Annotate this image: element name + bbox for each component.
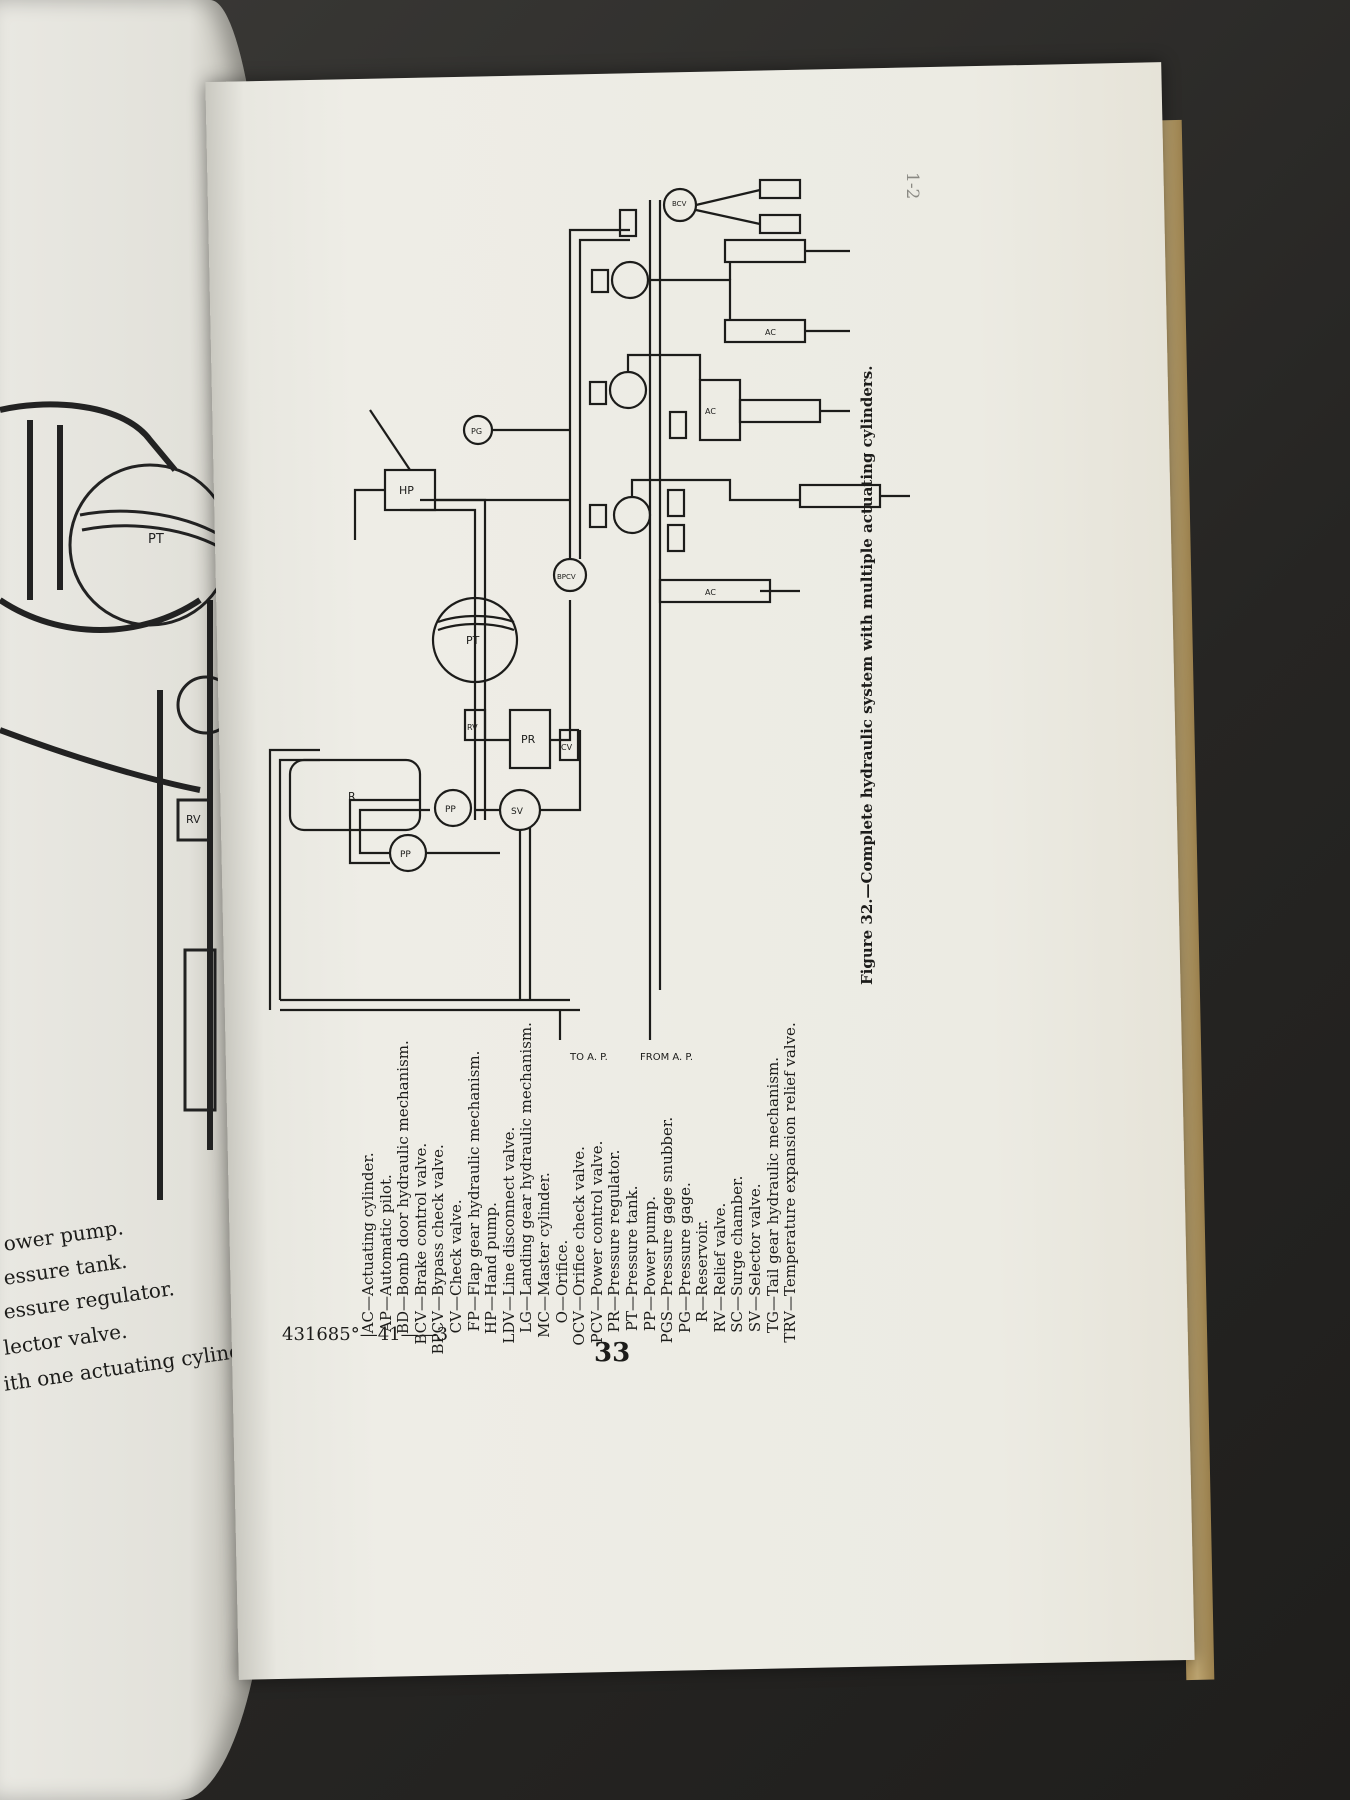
- selector-valve-3-shape: [610, 260, 650, 300]
- relief-valve-2-shape: [668, 410, 688, 440]
- selector-valve-2-shape: [608, 370, 648, 410]
- actuating-cylinder-4-shape: [738, 398, 822, 424]
- legend-row: O—Orifice.: [552, 1239, 571, 1324]
- label-power-pump-2: PP: [445, 805, 456, 815]
- legend-row: TG—Tail gear hydraulic mechanism.: [763, 1056, 782, 1333]
- relief-valve-main-shape: [463, 708, 487, 742]
- actuating-cylinder-6-shape: [723, 238, 807, 264]
- legend-row: LDV—Line disconnect valve.: [499, 1126, 518, 1344]
- left-text-line-2: essure tank.: [2, 1248, 129, 1290]
- pressure-tank-shape: [431, 596, 519, 684]
- left-diagram-rv-label: RV: [186, 813, 201, 826]
- legend-row: FP—Flap gear hydraulic mechanism.: [464, 1050, 483, 1332]
- legend-row: CV—Check valve.: [446, 1199, 465, 1334]
- legend-row: OCV—Orifice check valve.: [570, 1146, 589, 1346]
- legend-row: SC—Surge chamber.: [728, 1175, 747, 1333]
- label-reservoir: R: [348, 790, 356, 803]
- label-from-ap: FROM A. P.: [640, 1052, 693, 1063]
- label-selector-valve-main: SV: [511, 807, 524, 817]
- label-pressure-regulator: PR: [521, 733, 536, 746]
- legend-row: MC—Master cylinder.: [534, 1172, 553, 1338]
- selector-valve-1-shape: [612, 495, 652, 535]
- actuating-cylinder-7-shape: [758, 178, 802, 200]
- actuating-cylinder-8-shape: [758, 213, 802, 235]
- left-text-line-4: lector valve.: [2, 1318, 129, 1360]
- label-pressure-tank: PT: [466, 634, 480, 647]
- label-pressure-gage: PG: [471, 427, 482, 436]
- relief-valve-1a-shape: [666, 523, 686, 553]
- legend-row: PR—Pressure regulator.: [605, 1149, 624, 1333]
- legend-row: PT—Pressure tank.: [622, 1185, 641, 1332]
- print-code: 431685°—41——3: [282, 1324, 449, 1345]
- label-actuating-cylinder-5: AC: [765, 328, 776, 337]
- legend-row: PCV—Power control valve.: [587, 1140, 606, 1344]
- label-power-pump-1: PP: [400, 850, 411, 860]
- label-brake-control-valve: BCV: [672, 200, 687, 208]
- legend-row: SV—Selector valve.: [746, 1183, 765, 1333]
- label-to-ap: TO A. P.: [569, 1052, 608, 1063]
- relief-valve-3-shape: [618, 208, 638, 238]
- hydraulic-system-diagram: R PP PP PT PR RV CV SV HP BPCV PG BCV AC…: [268, 178, 910, 1063]
- legend-row: PG—Pressure gage.: [675, 1182, 694, 1334]
- left-diagram-pt-label: PT: [148, 532, 164, 547]
- page-number: 33: [594, 1338, 631, 1368]
- check-valve-3-shape: [590, 268, 610, 294]
- legend-row: PP—Power pump.: [640, 1195, 659, 1332]
- legend-row: HP—Hand pump.: [482, 1202, 501, 1335]
- reservoir-shape: [288, 758, 422, 832]
- label-bypass-check-valve: BPCV: [557, 573, 576, 581]
- legend-row: LG—Landing gear hydraulic mechanism.: [517, 1022, 536, 1333]
- power-pump-shape-2: [433, 788, 473, 828]
- check-valve-2-shape: [588, 380, 608, 406]
- check-valve-1-shape: [588, 503, 608, 529]
- label-hand-pump: HP: [399, 484, 414, 497]
- legend-row: RV—Relief valve.: [710, 1202, 729, 1333]
- label-actuating-cylinder-1: AC: [705, 588, 716, 597]
- legend-row: PGS—Pressure gage snubber.: [658, 1116, 677, 1344]
- figure-caption: Figure 32.—Complete hydraulic system wit…: [858, 365, 876, 985]
- label-actuating-cylinder-3: AC: [705, 407, 716, 416]
- label-check-valve-main: CV: [561, 743, 573, 752]
- relief-valve-1b-shape: [666, 488, 686, 518]
- legend-row: TRV—Temperature expansion relief valve.: [781, 1022, 800, 1343]
- legend-row: R—Reservoir.: [693, 1219, 712, 1323]
- label-relief-valve-main: RV: [467, 723, 478, 732]
